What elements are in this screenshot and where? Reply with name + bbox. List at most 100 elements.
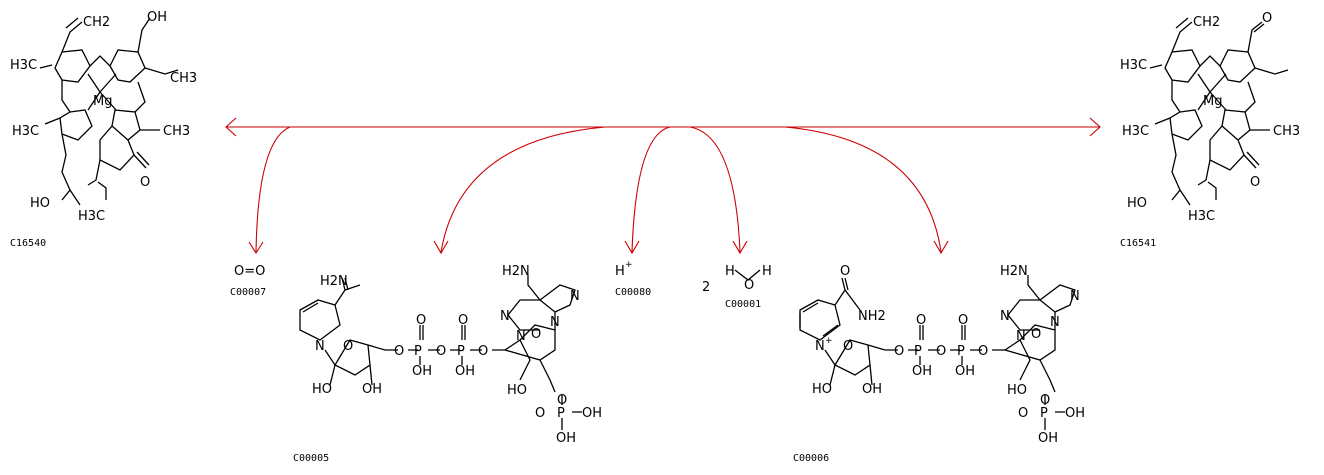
water-oxygen: O — [744, 278, 754, 293]
nadp-arrow — [784, 126, 942, 253]
oxygen-label: O — [343, 339, 353, 354]
oxygen-arrowhead — [248, 241, 264, 255]
nitrogen-label: N — [1050, 315, 1060, 330]
oxygen-label: O — [531, 327, 541, 342]
methyl-label: CH3 — [1273, 124, 1300, 139]
phosphorus-label: P — [557, 406, 565, 421]
oxygen-label: O — [436, 344, 446, 359]
nadph-structure: H2N N O HO OH O P O OH O P O OH O O HO H… — [293, 264, 602, 464]
methyl-label: CH3 — [170, 71, 197, 86]
oxygen-formula: O=O — [234, 264, 265, 279]
phosphorus-label: P — [414, 344, 422, 359]
reaction-arrows — [225, 117, 1101, 255]
oxygen-label: O — [1262, 11, 1272, 26]
oxygen-label: O — [1250, 175, 1260, 190]
left-arrowhead — [225, 117, 237, 137]
nitrogen-label: N — [315, 339, 325, 354]
cation-charge: + — [825, 336, 833, 346]
hydroxyl-label: OH — [862, 382, 882, 397]
phosphorus-label: P — [957, 344, 965, 359]
methyl-label: H3C — [12, 124, 39, 139]
nitrogen-label: N — [1070, 289, 1080, 304]
hydroxyl-label: OH — [556, 431, 576, 446]
amide-amine-label: H2N — [320, 274, 348, 289]
oxygen-arrow — [255, 126, 291, 253]
oxygen-label: O — [478, 344, 488, 359]
amide-amine-label: NH2 — [858, 309, 886, 324]
oxygen-molecule: O=O C00007 — [230, 264, 266, 298]
water-arrowhead — [732, 240, 748, 255]
nadph-arrowhead — [433, 240, 449, 255]
hydroxyl-label: OH — [1038, 431, 1058, 446]
nadp-arrowhead — [933, 240, 949, 255]
methyl-label: H3C — [1188, 209, 1215, 224]
compound-id: C00005 — [293, 453, 329, 464]
oxygen-label: O — [1031, 327, 1041, 342]
oxygen-label: O — [394, 344, 404, 359]
water-hydrogen: H — [762, 264, 772, 279]
substrate-structure: OH H3C CH3 CH2 Mg H3C CH3 O HO H3C C1654… — [10, 10, 197, 249]
oxygen-label: O — [1018, 406, 1028, 421]
oxygen-label: O — [843, 339, 853, 354]
nitrogen-label: N — [516, 329, 526, 344]
proton-arrow — [631, 126, 671, 253]
methyl-label: H3C — [1122, 124, 1149, 139]
methyl-label: CH3 — [163, 124, 190, 139]
hydroxyl-label: HO — [30, 196, 50, 211]
oxygen-label: O — [416, 313, 426, 328]
oxygen-label: O — [916, 313, 926, 328]
oxygen-label: O — [958, 313, 968, 328]
product-structure: O H3C CH2 Mg H3C CH3 O HO H3C C16541 — [1120, 11, 1300, 249]
proton-symbol: H — [615, 264, 625, 279]
vinyl-label: CH2 — [1193, 15, 1220, 30]
amine-label: H2N — [502, 264, 530, 279]
water-hydrogen: H — [725, 264, 735, 279]
phosphorus-label: P — [457, 344, 465, 359]
oxygen-label: O — [978, 344, 988, 359]
nitrogen-label: N — [1000, 309, 1010, 324]
oxygen-label: O — [535, 406, 545, 421]
hydroxyl-label: OH — [1065, 406, 1085, 421]
vinyl-label: CH2 — [83, 15, 110, 30]
nitrogen-label: N — [815, 339, 825, 354]
hydroxyl-label: OH — [147, 10, 167, 25]
hydroxyl-label: OH — [912, 364, 932, 379]
oxygen-label: O — [557, 393, 567, 408]
methyl-label: H3C — [10, 58, 37, 73]
hydroxyl-label: OH — [412, 364, 432, 379]
nadp-structure: O NH2 N + O HO OH O P O OH O P O OH O O … — [793, 264, 1085, 464]
oxygen-label: O — [840, 264, 850, 279]
water-coefficient: 2 — [702, 280, 710, 295]
proton: H + C00080 — [615, 260, 651, 298]
oxygen-label: O — [458, 313, 468, 328]
nitrogen-label: N — [550, 315, 560, 330]
oxygen-label: O — [936, 344, 946, 359]
magnesium-label: Mg — [93, 94, 112, 109]
hydroxyl-label: OH — [582, 406, 602, 421]
compound-id: C16541 — [1120, 238, 1156, 249]
compound-id: C00006 — [793, 453, 829, 464]
methyl-label: H3C — [1120, 58, 1147, 73]
magnesium-label: Mg — [1203, 94, 1222, 109]
hydroxyl-label: OH — [955, 364, 975, 379]
compound-id: C00080 — [615, 287, 651, 298]
oxygen-label: O — [894, 344, 904, 359]
hydroxyl-label: OH — [362, 382, 382, 397]
methyl-label: H3C — [78, 209, 105, 224]
proton-charge: + — [625, 260, 633, 270]
compound-id: C16540 — [10, 238, 46, 249]
oxygen-label: O — [140, 175, 150, 190]
nitrogen-label: N — [570, 289, 580, 304]
amine-label: H2N — [1000, 264, 1028, 279]
proton-arrowhead — [624, 240, 640, 255]
phosphorus-label: P — [1040, 406, 1048, 421]
hydroxyl-label: OH — [455, 364, 475, 379]
phosphorus-label: P — [914, 344, 922, 359]
nitrogen-label: N — [1016, 329, 1026, 344]
compound-id: C00001 — [725, 299, 761, 310]
nitrogen-label: N — [500, 309, 510, 324]
hydroxyl-label: HO — [1007, 383, 1027, 398]
water-arrow — [689, 126, 741, 253]
